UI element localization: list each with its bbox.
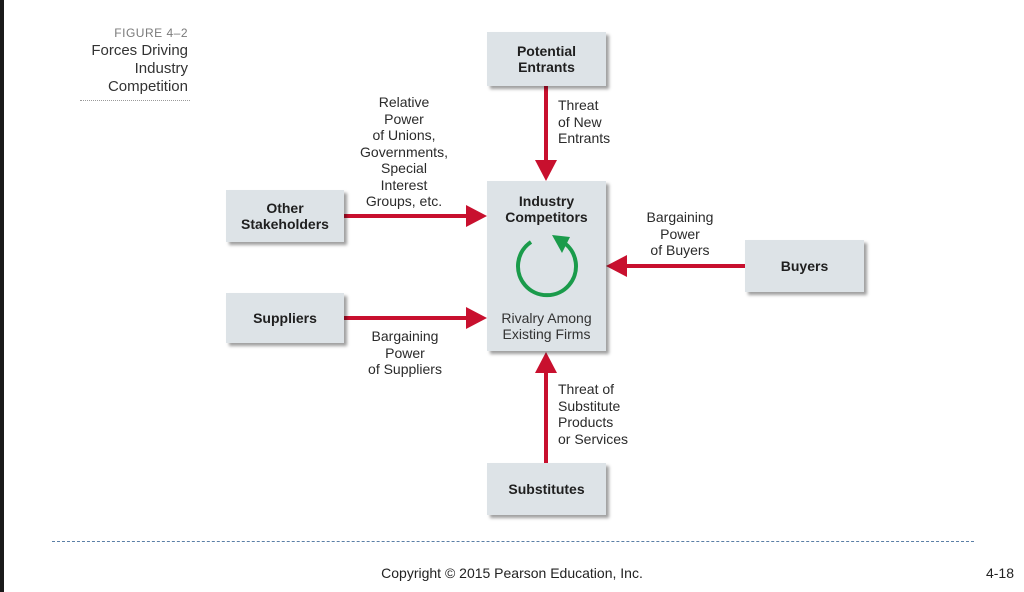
industry-competitors-box: Industry Competitors Rivalry Among Exist… — [487, 181, 606, 351]
page-number: 4-18 — [985, 565, 1014, 581]
figure-title: Forces Driving Industry Competition — [91, 42, 188, 95]
footer-divider — [52, 541, 974, 542]
arrow-buyers — [606, 255, 745, 277]
figure-number: FIGURE 4–2 — [114, 26, 188, 40]
stakeholder-force-label: Relative Power of Unions, Governments, S… — [360, 94, 448, 209]
other-stakeholders-label: Other Stakeholders — [241, 200, 329, 232]
buyers-label: Buyers — [780, 258, 829, 274]
caption-divider — [80, 100, 190, 101]
copyright-text: Copyright © 2015 Pearson Education, Inc. — [381, 565, 643, 581]
left-edge-bar — [0, 0, 4, 592]
supplier-force-label: Bargaining Power of Suppliers — [368, 328, 442, 377]
substitute-force-label: Threat of Substitute Products or Service… — [558, 381, 629, 447]
suppliers-label: Suppliers — [253, 310, 317, 326]
substitutes-label: Substitutes — [508, 481, 585, 497]
new-entrants-force-label: Threat of New Entrants — [558, 97, 611, 146]
buyer-force-label: Bargaining Power of Buyers — [646, 209, 714, 258]
rivalry-cycle-icon — [516, 235, 578, 298]
potential-entrants-label: Potential Entrants — [516, 43, 577, 75]
substitutes-box: Substitutes — [487, 463, 606, 515]
industry-competitors-title: Industry Competitors — [505, 193, 588, 225]
figure-caption: FIGURE 4–2 Forces Driving Industry Compe… — [70, 26, 188, 96]
buyers-box: Buyers — [745, 240, 864, 292]
arrow-new-entrants — [535, 86, 557, 181]
other-stakeholders-box: Other Stakeholders — [226, 190, 344, 242]
arrow-stakeholders — [344, 205, 487, 227]
rivalry-label: Rivalry Among Existing Firms — [501, 310, 592, 342]
arrow-suppliers — [344, 307, 487, 329]
suppliers-box: Suppliers — [226, 293, 344, 343]
potential-entrants-box: Potential Entrants — [487, 32, 606, 86]
arrow-substitutes — [535, 352, 557, 463]
